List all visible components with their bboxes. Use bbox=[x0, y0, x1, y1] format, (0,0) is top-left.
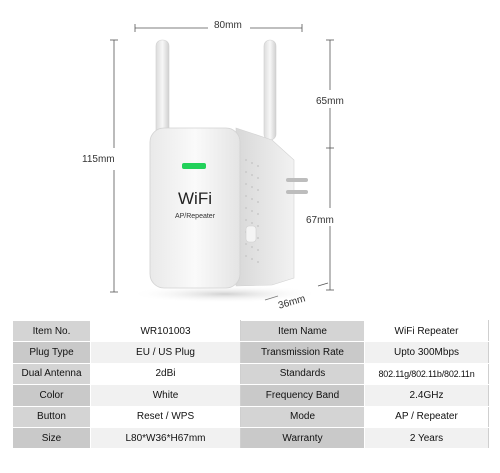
spec-key: Frequency Band bbox=[240, 384, 365, 407]
spec-key: Warranty bbox=[240, 426, 365, 450]
spec-key: Button bbox=[12, 405, 91, 428]
left-antenna bbox=[155, 39, 170, 141]
spec-key: Mode bbox=[240, 405, 365, 428]
spec-value: Upto 300Mbps bbox=[364, 341, 489, 364]
spec-key: Color bbox=[12, 384, 91, 407]
spec-value: EU / US Plug bbox=[90, 341, 241, 364]
spec-key: Dual Antenna bbox=[12, 362, 91, 386]
spec-value: 2 Years bbox=[364, 426, 489, 450]
spec-value: WiFi Repeater bbox=[364, 319, 489, 343]
spec-key: Transmission Rate bbox=[240, 341, 365, 364]
spec-key: Size bbox=[12, 426, 91, 450]
spec-value: AP / Repeater bbox=[364, 405, 489, 428]
device-subtitle: AP/Repeater bbox=[175, 213, 216, 220]
height-dimension-label: 115mm bbox=[82, 154, 115, 165]
spec-row: Dual Antenna 2dBi Standards 802.11g/802.… bbox=[12, 362, 489, 386]
spec-row: Button Reset / WPS Mode AP / Repeater bbox=[12, 405, 489, 428]
wifi-logo: WiFi bbox=[178, 189, 212, 208]
dimension-lines bbox=[110, 24, 334, 301]
product-photo: WiFi AP/Repeater 80mm 115mm 65mm 67mm 36… bbox=[82, 20, 344, 312]
spec-row: Item No. WR101003 Item Name WiFi Repeate… bbox=[12, 319, 489, 343]
spec-value: WR101003 bbox=[90, 319, 241, 343]
spec-value: White bbox=[90, 384, 241, 407]
spec-table: Item No. WR101003 Item Name WiFi Repeate… bbox=[12, 319, 489, 450]
spec-value: 2.4GHz bbox=[364, 384, 489, 407]
spec-row: Plug Type EU / US Plug Transmission Rate… bbox=[12, 341, 489, 364]
repeater-body: WiFi AP/Repeater bbox=[149, 127, 241, 289]
width-dimension-label: 80mm bbox=[214, 20, 242, 31]
spec-value: Reset / WPS bbox=[90, 405, 241, 428]
spec-value: 2dBi bbox=[90, 362, 241, 386]
spec-row: Color White Frequency Band 2.4GHz bbox=[12, 384, 489, 407]
spec-value: 802.11g/802.11b/802.11n bbox=[364, 362, 489, 386]
spec-key: Item Name bbox=[240, 319, 365, 343]
spec-key: Plug Type bbox=[12, 341, 91, 364]
spec-value: L80*W36*H67mm bbox=[90, 426, 241, 450]
antenna-height-label: 65mm bbox=[316, 96, 344, 107]
spec-row: Size L80*W36*H67mm Warranty 2 Years bbox=[12, 426, 489, 450]
body-height-label: 67mm bbox=[306, 215, 334, 226]
spec-key: Standards bbox=[240, 362, 365, 386]
spec-key: Item No. bbox=[12, 319, 91, 343]
status-led bbox=[182, 163, 206, 169]
